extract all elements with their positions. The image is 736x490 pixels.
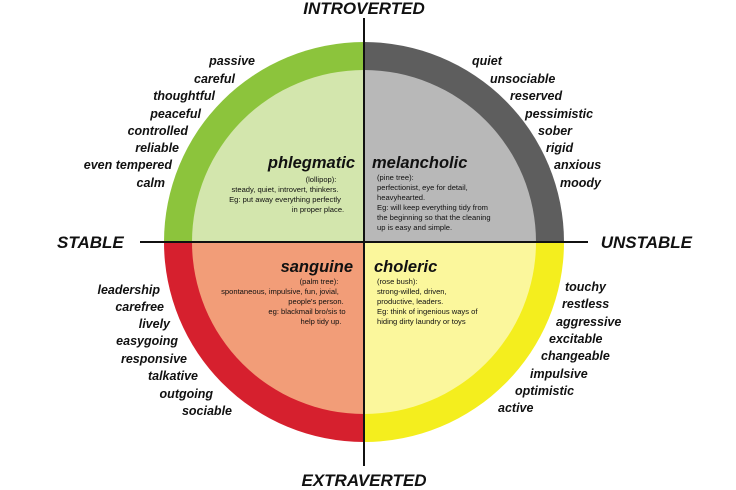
description-line: (pine tree):: [377, 173, 414, 182]
trait-label: controlled: [128, 124, 189, 138]
description-line: help tidy up.: [301, 317, 342, 326]
melancholic-quadrant: [364, 70, 536, 242]
trait-label: changeable: [541, 349, 610, 363]
trait-label: lively: [139, 317, 171, 331]
description-line: perfectionist, eye for detail,: [377, 183, 468, 192]
description-line: Eg: will keep everything tidy from: [377, 203, 488, 212]
trait-label: impulsive: [530, 367, 588, 381]
trait-label: peaceful: [149, 107, 201, 121]
trait-label: even tempered: [84, 158, 173, 172]
description-line: up is easy and simple.: [377, 223, 452, 232]
description-line: strong-willed, driven,: [377, 287, 447, 296]
choleric-traits: touchy restless aggressive excitable cha…: [498, 280, 621, 415]
description-line: (palm tree):: [300, 277, 339, 286]
melancholic-traits: quiet unsociable reserved pessimistic so…: [472, 54, 602, 190]
trait-label: anxious: [554, 158, 601, 172]
trait-label: sociable: [182, 404, 232, 418]
phlegmatic-title: phlegmatic: [267, 154, 355, 172]
description-line: spontaneous, impulsive, fun, jovial,: [221, 287, 339, 296]
trait-label: carefree: [115, 300, 164, 314]
trait-label: moody: [560, 176, 602, 190]
description-line: hiding dirty laundry or toys: [377, 317, 466, 326]
description-line: steady, quiet, introvert, thinkers.: [231, 185, 338, 194]
description-line: the beginning so that the cleaning: [377, 213, 491, 222]
sanguine-traits: leadership carefree lively easygoing res…: [97, 283, 232, 418]
choleric-description: (rose bush): strong-willed, driven, prod…: [377, 277, 478, 326]
trait-label: talkative: [148, 369, 198, 383]
sanguine-title: sanguine: [281, 258, 353, 276]
choleric-quadrant: [364, 242, 536, 414]
trait-label: leadership: [97, 283, 160, 297]
trait-label: thoughtful: [153, 89, 215, 103]
phlegmatic-traits: passive careful thoughtful peaceful cont…: [84, 54, 255, 190]
sanguine-quadrant: [192, 242, 364, 414]
description-line: (lollipop):: [306, 175, 337, 184]
description-line: productive, leaders.: [377, 297, 443, 306]
phlegmatic-quadrant: [192, 70, 364, 242]
axis-label-bottom: EXTRAVERTED: [301, 471, 426, 490]
trait-label: passive: [208, 54, 255, 68]
description-line: eg: blackmail bro/sis to: [268, 307, 345, 316]
trait-label: calm: [137, 176, 166, 190]
melancholic-title: melancholic: [372, 154, 467, 172]
axis-label-right: UNSTABLE: [601, 233, 693, 252]
trait-label: sober: [538, 124, 573, 138]
melancholic-description: (pine tree): perfectionist, eye for deta…: [377, 173, 491, 232]
description-line: Eg: think of ingenious ways of: [377, 307, 478, 316]
description-line: in proper place.: [292, 205, 344, 214]
trait-label: active: [498, 401, 533, 415]
choleric-title: choleric: [374, 258, 437, 276]
description-line: (rose bush):: [377, 277, 418, 286]
trait-label: quiet: [472, 54, 503, 68]
phlegmatic-description: (lollipop): steady, quiet, introvert, th…: [229, 175, 344, 214]
trait-label: excitable: [549, 332, 603, 346]
trait-label: unsociable: [490, 72, 555, 86]
trait-label: optimistic: [515, 384, 574, 398]
description-line: heavyhearted.: [377, 193, 425, 202]
trait-label: careful: [194, 72, 236, 86]
sanguine-description: (palm tree): spontaneous, impulsive, fun…: [221, 277, 346, 326]
description-line: Eg: put away everything perfectly: [229, 195, 341, 204]
trait-label: touchy: [565, 280, 607, 294]
trait-label: rigid: [546, 141, 573, 155]
description-line: people's person.: [288, 297, 344, 306]
trait-label: responsive: [121, 352, 187, 366]
trait-label: reserved: [510, 89, 562, 103]
trait-label: aggressive: [556, 315, 621, 329]
trait-label: easygoing: [116, 334, 178, 348]
trait-label: reliable: [135, 141, 179, 155]
trait-label: restless: [562, 297, 609, 311]
axis-label-left: STABLE: [57, 233, 124, 252]
trait-label: pessimistic: [524, 107, 593, 121]
trait-label: outgoing: [160, 387, 214, 401]
axis-label-top: INTROVERTED: [303, 0, 425, 18]
